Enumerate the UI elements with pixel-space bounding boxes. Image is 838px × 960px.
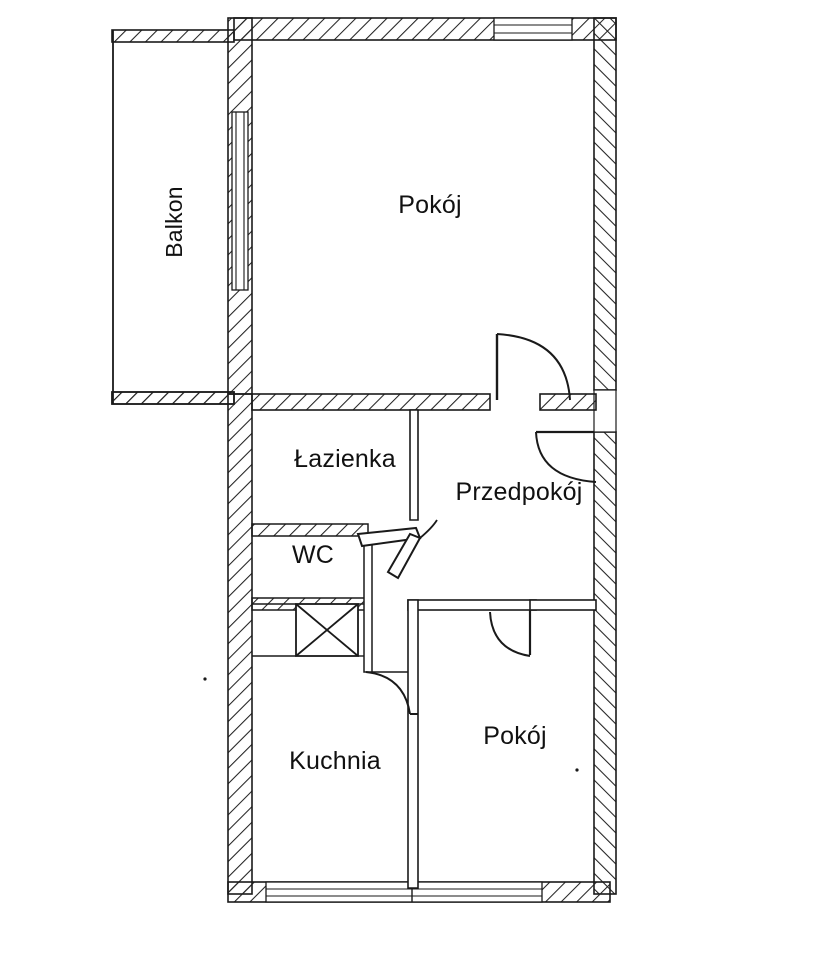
right-exterior-wall-lower <box>593 431 617 895</box>
balcony-lower-wall-dup <box>111 391 235 405</box>
przedpokoj-pokoj2-partition <box>407 599 537 611</box>
stray-mark-left <box>203 677 207 681</box>
door-pokoj-swing-arc <box>496 333 571 401</box>
left-exterior-wall-lower <box>227 393 253 895</box>
entry-door-opening <box>593 389 617 433</box>
lazienka-przedpokoj-partition <box>409 409 419 521</box>
room-labels-group: Balkon Pokój Łazienka Przedpokój WC Kuch… <box>161 186 582 775</box>
door-kuchnia-swing-arc <box>365 671 411 715</box>
room-label-kuchnia: Kuchnia <box>289 747 381 775</box>
window-bottom-group <box>265 881 543 903</box>
room-label-balkon: Balkon <box>161 186 187 258</box>
window-balcony-door <box>231 111 249 291</box>
room-label-lazienka: Łazienka <box>294 445 396 473</box>
ventilation-shaft-cross-b <box>295 603 359 657</box>
walls-group <box>111 17 617 903</box>
doors-group <box>356 333 597 715</box>
kuchnia-upper-partition <box>363 535 373 673</box>
mid-horizontal-wall-right <box>539 393 597 411</box>
window-top-pokoj <box>493 17 573 41</box>
kuchnia-pokoj2-partition <box>407 599 419 889</box>
door-lazienka-swing-arc <box>419 519 438 539</box>
stray-mark-right <box>575 768 579 772</box>
door-entry-swing-arc <box>535 431 597 483</box>
room-label-wc: WC <box>292 541 334 569</box>
balcony-top-wall <box>111 29 235 43</box>
door-pokoj2-swing-arc <box>489 611 531 657</box>
wc-lazienka-partition <box>251 523 369 537</box>
right-exterior-wall-upper <box>593 17 617 391</box>
door-wc-leaf <box>386 532 422 580</box>
room-label-przedpokoj: Przedpokój <box>455 478 582 506</box>
przedpokoj-pokoj2-partition-right <box>529 599 597 611</box>
room-label-pokoj-main: Pokój <box>398 191 462 219</box>
room-label-pokoj-second: Pokój <box>483 722 547 750</box>
mid-horizontal-wall <box>251 393 491 411</box>
misc-marks-group <box>203 677 579 772</box>
